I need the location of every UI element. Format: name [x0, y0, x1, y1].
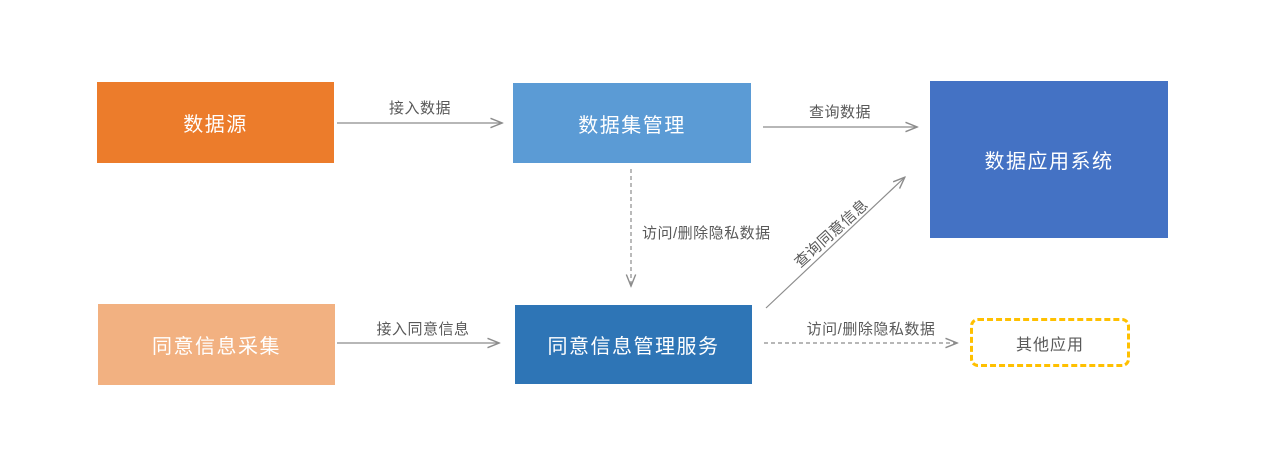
node-other-applications-label: 其他应用: [1015, 336, 1084, 354]
edge-label-ingest-consent-info: 接入同意信息: [376, 321, 470, 338]
node-dataset-management: 数据集管理: [513, 83, 751, 163]
node-dataset-management-label: 数据集管理: [578, 114, 686, 137]
edge-label-ingest-data: 接入数据: [388, 100, 451, 117]
node-data-source: 数据源: [97, 82, 334, 163]
node-consent-collection-label: 同意信息采集: [152, 336, 281, 358]
node-consent-management-service-label: 同意信息管理服务: [547, 336, 720, 358]
edge-label-access-delete-private-data-down: 访问/删除隐私数据: [642, 225, 771, 242]
node-other-applications: 其他应用: [970, 318, 1130, 367]
node-consent-management-service: 同意信息管理服务: [515, 305, 752, 384]
edge-label-query-consent-info: 查询同意信息: [791, 196, 872, 272]
node-data-application-system-label: 数据应用系统: [984, 151, 1114, 173]
edge-label-access-delete-private-data-right: 访问/删除隐私数据: [806, 321, 936, 338]
edge-label-query-data: 查询数据: [808, 104, 871, 121]
node-data-source-label: 数据源: [183, 114, 248, 136]
node-data-application-system: 数据应用系统: [930, 81, 1168, 238]
node-consent-collection: 同意信息采集: [98, 304, 335, 385]
